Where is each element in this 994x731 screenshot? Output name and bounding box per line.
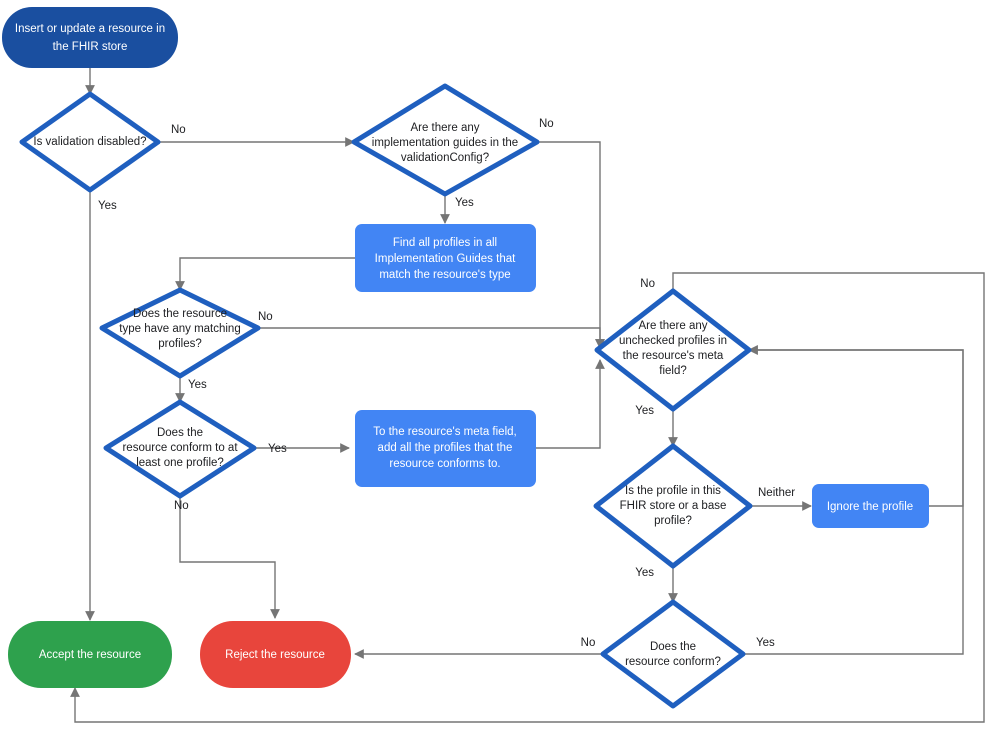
node-profile-in-store[interactable]: Is the profile in this FHIR store or a b… xyxy=(593,443,753,569)
ignore-profile-label: Ignore the profile xyxy=(827,501,913,513)
matching-profiles-label-line1: Does the resource xyxy=(133,308,227,320)
node-add-profiles-meta[interactable]: To the resource's meta field, add all th… xyxy=(355,410,536,487)
resource-conform-label-line2: resource conform? xyxy=(625,656,721,668)
accept-shape xyxy=(8,621,172,688)
edges-layer xyxy=(70,68,985,723)
conform-one-profile-label-line2: resource conform to at xyxy=(122,442,238,454)
edge-label-resource-conform-yes: Yes xyxy=(756,637,775,649)
implementation-guides-label-line1: Are there any xyxy=(410,122,479,134)
unchecked-profiles-label-line2: unchecked profiles in xyxy=(619,335,727,347)
edge-label-guides-no: No xyxy=(539,118,554,130)
node-validation-disabled[interactable]: Is validation disabled? xyxy=(19,91,161,193)
node-implementation-guides[interactable]: Are there any implementation guides in t… xyxy=(351,83,540,197)
edge-label-guides-yes: Yes xyxy=(455,197,474,209)
profile-in-store-label-line1: Is the profile in this xyxy=(625,485,721,497)
add-profiles-meta-label-line2: add all the profiles that the xyxy=(378,442,513,454)
resource-conform-label-line1: Does the xyxy=(650,641,696,653)
edge-label-matching-yes: Yes xyxy=(188,379,207,391)
node-ignore-profile[interactable]: Ignore the profile xyxy=(812,484,929,528)
implementation-guides-label-line3: validationConfig? xyxy=(401,152,489,164)
conform-one-profile-label-line3: least one profile? xyxy=(136,457,224,469)
conform-one-profile-shape xyxy=(103,399,257,499)
conform-one-profile-label-line1: Does the xyxy=(157,427,203,439)
profile-in-store-shape xyxy=(593,443,753,569)
node-start[interactable]: Insert or update a resource in the FHIR … xyxy=(2,7,178,68)
resource-conform-shape xyxy=(600,599,746,709)
matching-profiles-label-line2: type have any matching xyxy=(119,323,240,335)
edge-label-conform-one-no: No xyxy=(174,500,189,512)
edge-label-validation-no: No xyxy=(171,124,186,136)
unchecked-profiles-shape xyxy=(594,288,752,412)
ignore-profile-shape xyxy=(812,484,929,528)
edge-label-profile-neither: Neither xyxy=(758,487,795,499)
find-profiles-label-line1: Find all profiles in all xyxy=(393,237,497,249)
node-reject[interactable]: Reject the resource xyxy=(200,621,351,688)
implementation-guides-label-line2: implementation guides in the xyxy=(372,137,518,149)
matching-profiles-shape xyxy=(99,287,261,379)
matching-profiles-label-line3: profiles? xyxy=(158,338,201,350)
edge-unchecked-no-to-bottom-return xyxy=(70,272,985,723)
find-profiles-label-line3: match the resource's type xyxy=(379,269,510,281)
add-profiles-meta-label-line3: resource conforms to. xyxy=(389,458,500,470)
edge-resource-conform-yes-to-unchecked xyxy=(743,345,964,655)
implementation-guides-shape xyxy=(351,83,540,197)
edge-label-matching-no: No xyxy=(258,311,273,323)
edge-label-unchecked-no: No xyxy=(640,278,655,290)
start-label-line1: Insert or update a resource in xyxy=(15,23,165,35)
unchecked-profiles-label-line1: Are there any xyxy=(638,320,707,332)
start-shape xyxy=(2,7,178,68)
node-matching-profiles[interactable]: Does the resource type have any matching… xyxy=(99,287,261,379)
node-conform-one-profile[interactable]: Does the resource conform to at least on… xyxy=(103,399,257,499)
unchecked-profiles-label-line4: field? xyxy=(659,365,687,377)
edge-find-profiles-to-matching xyxy=(175,257,355,291)
edge-label-resource-conform-no: No xyxy=(581,637,596,649)
validation-disabled-label: Is validation disabled? xyxy=(33,136,146,148)
edge-guides-no-to-unchecked xyxy=(537,141,605,349)
profile-in-store-label-line3: profile? xyxy=(654,515,692,527)
edge-add-meta-to-unchecked xyxy=(536,359,605,449)
node-resource-conform[interactable]: Does the resource conform? xyxy=(600,599,746,709)
edge-label-validation-yes: Yes xyxy=(98,200,117,212)
profile-in-store-label-line2: FHIR store or a base xyxy=(620,500,727,512)
edge-labels-layer: No Yes No Yes No Yes Yes No No Yes Neith… xyxy=(98,118,795,649)
reject-shape xyxy=(200,621,351,688)
node-find-profiles[interactable]: Find all profiles in all Implementation … xyxy=(355,224,536,292)
edge-ignore-to-unchecked xyxy=(748,345,964,507)
unchecked-profiles-label-line3: the resource's meta xyxy=(623,350,724,362)
edge-matching-no-to-unchecked xyxy=(258,327,605,349)
node-accept[interactable]: Accept the resource xyxy=(8,621,172,688)
edge-label-unchecked-yes: Yes xyxy=(635,405,654,417)
add-profiles-meta-shape xyxy=(355,410,536,487)
accept-label: Accept the resource xyxy=(39,649,141,661)
find-profiles-label-line2: Implementation Guides that xyxy=(375,253,516,265)
edge-label-conform-one-yes: Yes xyxy=(268,443,287,455)
reject-label: Reject the resource xyxy=(225,649,325,661)
edge-label-profile-yes: Yes xyxy=(635,567,654,579)
edge-conform-one-no-to-reject xyxy=(179,496,280,619)
start-label-line2: the FHIR store xyxy=(53,41,128,53)
node-unchecked-profiles[interactable]: Are there any unchecked profiles in the … xyxy=(594,288,752,412)
find-profiles-shape xyxy=(355,224,536,292)
validation-disabled-shape xyxy=(19,91,161,193)
add-profiles-meta-label-line1: To the resource's meta field, xyxy=(373,426,516,438)
